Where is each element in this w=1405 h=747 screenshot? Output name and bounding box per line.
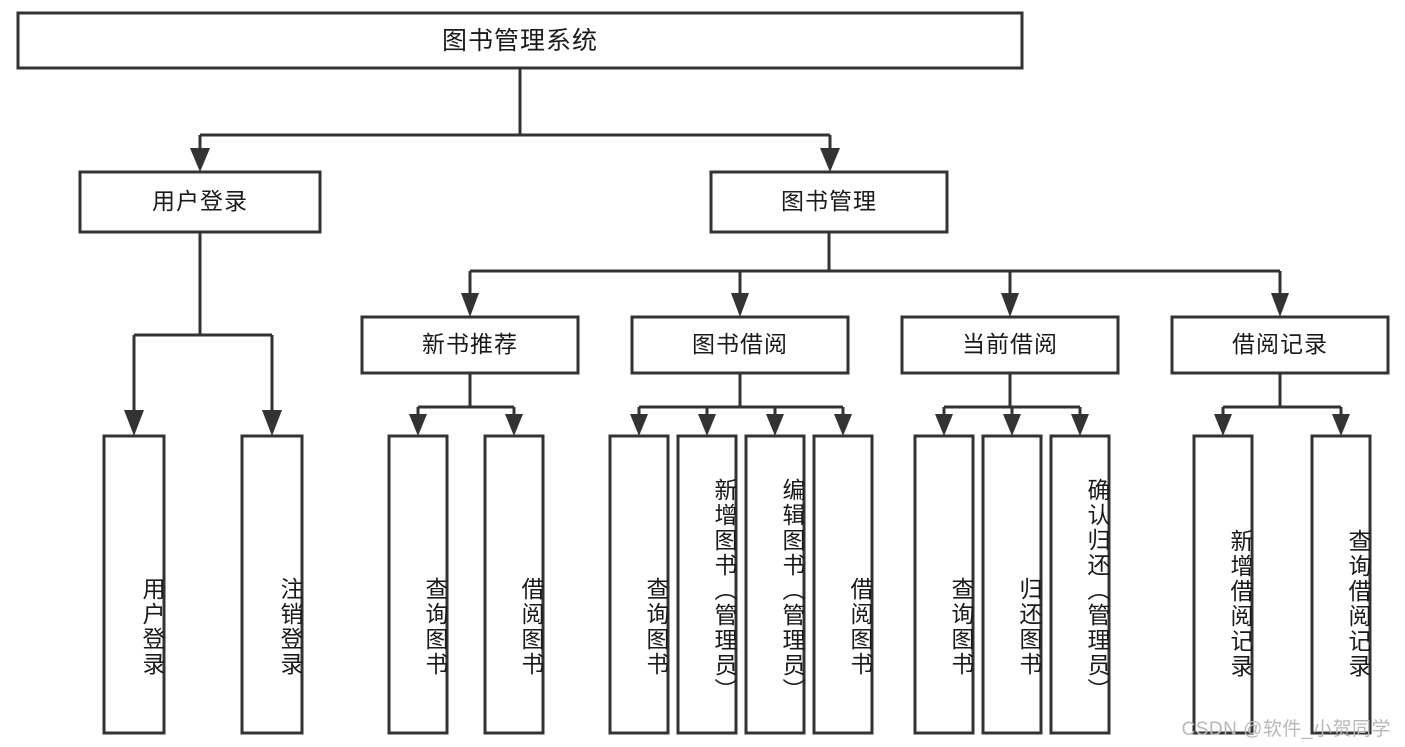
arrow-head-current-borrow: [1001, 293, 1019, 317]
node-box-leaf-edit-book[interactable]: [744, 434, 806, 735]
node-box-user-login[interactable]: [78, 170, 322, 234]
arrow-head-leaf-add-book: [698, 414, 716, 436]
node-box-book-manage[interactable]: [709, 170, 949, 234]
arrow-head-leaf-user-login: [124, 410, 144, 436]
node-box-leaf-confirm-return[interactable]: [1049, 434, 1111, 735]
arrow-head-book-borrow: [731, 293, 749, 317]
arrow-head-leaf-query-book-1: [409, 414, 427, 436]
node-box-leaf-query-book-3[interactable]: [913, 434, 975, 735]
arrow-head-leaf-confirm-return: [1071, 414, 1089, 436]
node-box-borrow-record[interactable]: [1170, 315, 1390, 375]
node-box-leaf-add-book[interactable]: [676, 434, 738, 735]
arrow-head-leaf-query-record: [1332, 414, 1350, 436]
arrow-head-leaf-borrow-book-1: [505, 414, 523, 436]
arrow-head-leaf-return-book: [1003, 414, 1021, 436]
node-box-leaf-add-record[interactable]: [1192, 434, 1254, 735]
arrow-head-leaf-user-logout: [262, 410, 282, 436]
node-box-leaf-return-book[interactable]: [981, 434, 1043, 735]
node-box-leaf-user-logout[interactable]: [240, 434, 304, 735]
connector-user-login-to-leaves: [124, 232, 282, 436]
connector-book-manage-to-level3: [461, 232, 1289, 317]
arrow-head-book-manage: [820, 148, 840, 172]
node-box-leaf-user-login[interactable]: [102, 434, 166, 735]
node-box-leaf-borrow-book-2[interactable]: [812, 434, 874, 735]
node-box-leaf-query-book-1[interactable]: [387, 434, 449, 735]
arrow-head-leaf-edit-book: [766, 414, 784, 436]
arrow-head-leaf-query-book-2: [630, 414, 648, 436]
node-box-new-book-recommend[interactable]: [360, 315, 580, 375]
connector-borrow-record-to-leaves: [1214, 373, 1350, 436]
arrow-head-borrow-record: [1271, 293, 1289, 317]
node-box-book-borrow[interactable]: [630, 315, 850, 375]
node-box-current-borrow[interactable]: [900, 315, 1120, 375]
arrow-head-leaf-query-book-3: [935, 414, 953, 436]
arrow-head-new-book-recommend: [461, 293, 479, 317]
connector-root-to-level2: [190, 68, 840, 172]
connector-book-borrow-to-leaves: [630, 373, 852, 436]
arrow-head-leaf-add-record: [1214, 414, 1232, 436]
node-box-leaf-query-record[interactable]: [1310, 434, 1372, 735]
node-box-root[interactable]: [16, 11, 1024, 70]
arrow-head-leaf-borrow-book-2: [834, 414, 852, 436]
connector-new-book-recommend-to-leaves: [409, 373, 523, 436]
connector-current-borrow-to-leaves: [935, 373, 1089, 436]
node-box-leaf-borrow-book-1[interactable]: [483, 434, 545, 735]
node-box-leaf-query-book-2[interactable]: [608, 434, 670, 735]
arrow-head-user-login: [190, 148, 210, 172]
